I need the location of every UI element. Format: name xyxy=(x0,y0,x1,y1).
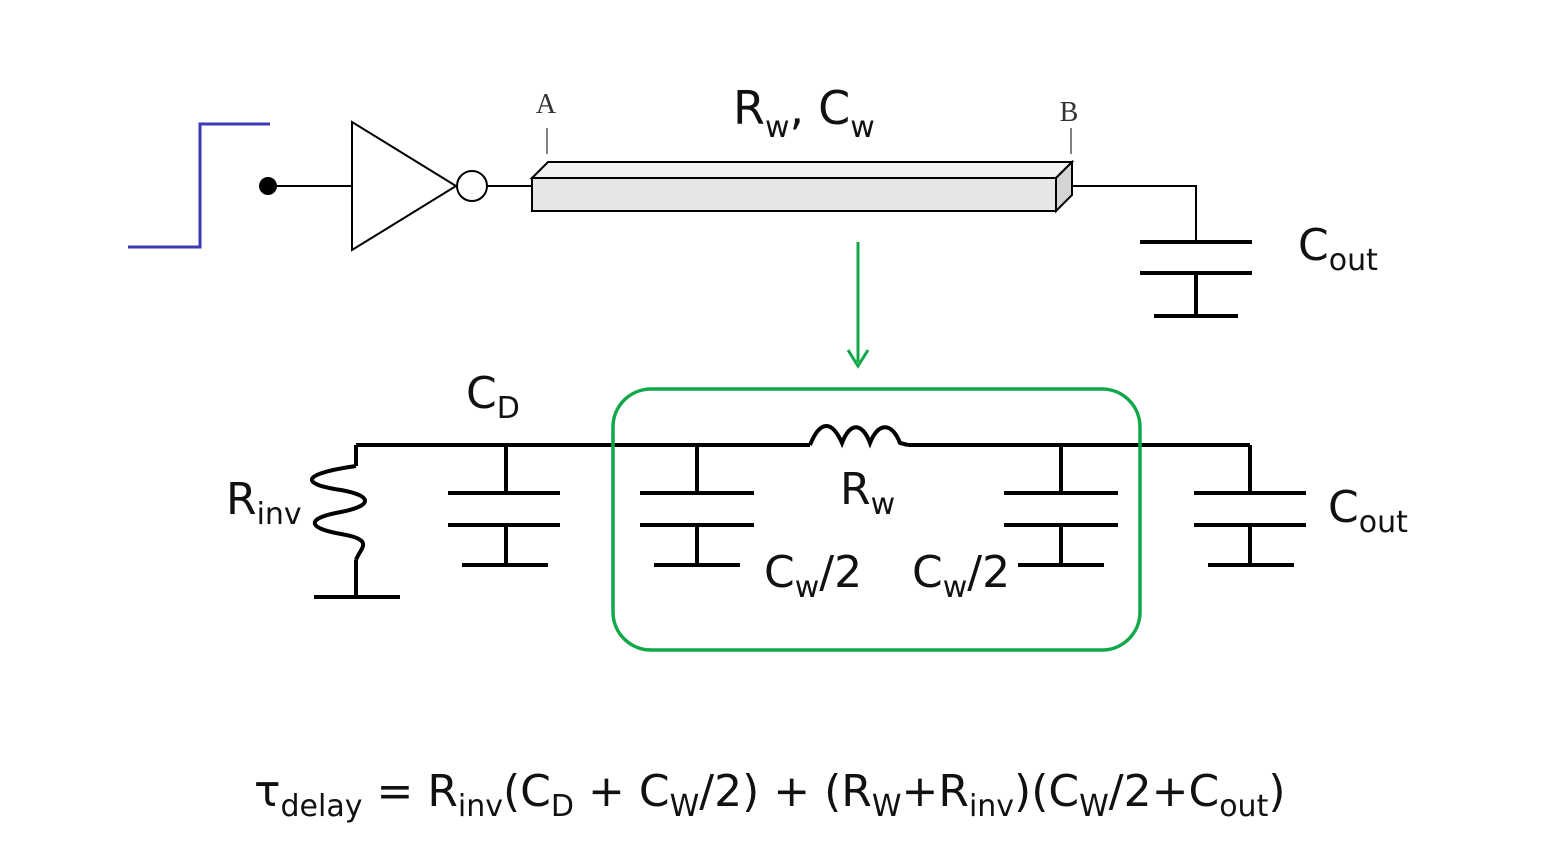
rinv-resistor: Rinv xyxy=(226,445,400,599)
equivalent-circuit: Rinv CD Cw/2 Rw xyxy=(226,368,1408,652)
top-output-load: Cout xyxy=(1072,185,1378,318)
cw-right-label: Cw/2 xyxy=(912,547,1010,605)
rw-resistor: Rw xyxy=(808,424,909,522)
rw-label: Rw xyxy=(840,464,895,522)
step-waveform xyxy=(128,122,270,249)
rw-zigzag xyxy=(808,424,909,449)
input-step-signal xyxy=(128,122,270,249)
cd-label: CD xyxy=(466,368,520,426)
delay-equation: τdelay = Rinv(CD + CW/2) + (RW+Rinv)(CW/… xyxy=(254,766,1286,824)
node-b-label: B xyxy=(1060,97,1079,128)
load-wire xyxy=(1072,185,1197,242)
inverter-triangle xyxy=(351,120,458,252)
node-a-label: A xyxy=(536,89,557,120)
bottom-cout-label: Cout xyxy=(1328,482,1408,540)
cw-right-capacitor: Cw/2 xyxy=(912,445,1118,605)
transform-arrow xyxy=(846,242,870,369)
rinv-zigzag xyxy=(309,464,367,561)
rinv-label: Rinv xyxy=(226,474,302,532)
wire-rc-label: Rw,Cw xyxy=(733,81,875,145)
wire-top-face xyxy=(529,161,1075,179)
cout-capacitor: Cout xyxy=(1194,445,1408,567)
top-cout-label: Cout xyxy=(1298,220,1378,278)
arrow-head xyxy=(846,349,870,369)
wire-model-highlight-box xyxy=(611,387,1142,652)
cd-capacitor: CD xyxy=(448,368,560,567)
cw-left-capacitor: Cw/2 xyxy=(640,445,862,605)
wire-front-face xyxy=(531,177,1057,212)
interconnect-wire: A B Rw,Cw xyxy=(529,81,1079,214)
inverter-bubble xyxy=(456,170,488,202)
cw-left-label: Cw/2 xyxy=(764,547,862,605)
inverter-stage xyxy=(259,120,532,252)
